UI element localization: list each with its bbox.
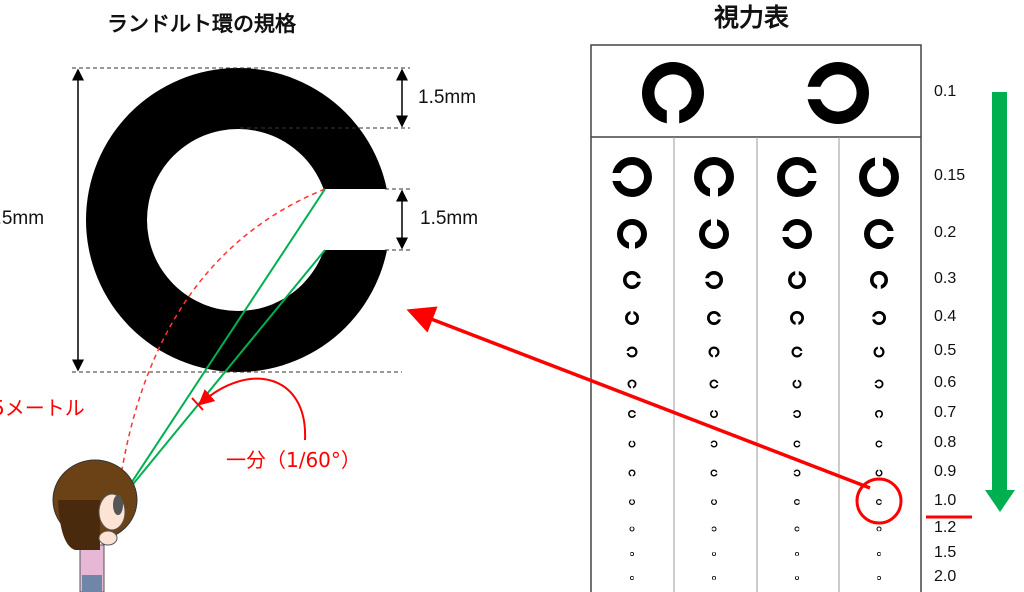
- distance-label: 5メートル: [0, 396, 85, 420]
- landolt-c-0.9-4: [875, 468, 883, 477]
- landolt-c-0.3-1: [623, 271, 642, 289]
- landolt-c-0.2-4: [864, 219, 895, 249]
- landolt-c-0.8-1: [628, 439, 636, 448]
- landolt-c-0.15-4: [859, 156, 899, 197]
- landolt-c-0.7-3: [792, 410, 801, 418]
- landolt-c-0.3-3: [788, 270, 806, 289]
- landolt-c-0.6-3: [792, 378, 802, 389]
- landolt-c-0.6-4: [873, 379, 884, 389]
- landolt-c-0.2-2: [699, 218, 729, 249]
- person-illustration: [52, 459, 138, 592]
- thickness-dimension-label: 1.5mm: [418, 87, 477, 108]
- landolt-c-0.5-4: [873, 345, 885, 358]
- landolt-c-0.8-2: [709, 440, 718, 448]
- landolt-c-1.0-1: [629, 498, 635, 505]
- landolt-c-1.2-3: [794, 526, 801, 532]
- angle-label: 一分（1/60°）: [226, 448, 361, 472]
- landolt-c-0.5-1: [625, 346, 638, 358]
- highlight-circle: [855, 477, 903, 525]
- highlight-annotation: [406, 306, 972, 525]
- diameter-dimension-label: 7.5mm: [0, 208, 45, 229]
- landolt-c-1.5-1: [629, 552, 634, 556]
- landolt-c-1.0-3: [794, 499, 801, 505]
- landolt-c-0.4-1: [625, 310, 639, 325]
- gap-dimension-label: 1.5mm: [420, 208, 479, 229]
- landolt-ring: [86, 68, 395, 372]
- acuity-label: 1.2: [934, 519, 957, 536]
- landolt-c-1.5-2: [712, 551, 716, 556]
- landolt-c-0.2-1: [617, 219, 647, 250]
- landolt-c-1.2-2: [710, 526, 717, 532]
- acuity-label: 0.2: [934, 224, 957, 241]
- landolt-c-1.5-3: [795, 552, 799, 557]
- acuity-label: 0.9: [934, 463, 957, 480]
- acuity-label: 0.8: [934, 434, 957, 451]
- landolt-c-0.7-2: [710, 409, 718, 418]
- landolt-c-0.6-2: [709, 379, 720, 389]
- acuity-label: 1.5: [934, 544, 957, 561]
- acuity-label: 0.6: [934, 374, 957, 391]
- landolt-c-0.9-2: [710, 469, 719, 477]
- optotypes: [611, 62, 899, 581]
- dimension-guides: [72, 67, 410, 373]
- pointer-arrow: [406, 306, 871, 490]
- acuity-label: 0.1: [934, 83, 957, 100]
- chart-title: 視力表: [714, 3, 790, 32]
- landolt-c-0.1-1: [642, 62, 704, 125]
- distance-arc: [117, 188, 326, 496]
- landolt-c-0.5-2: [708, 346, 720, 359]
- acuity-label: 0.3: [934, 270, 957, 287]
- landolt-c-1.2-4: [876, 526, 882, 533]
- landolt-c-0.15-1: [611, 157, 652, 197]
- acuity-label: 2.0: [934, 568, 957, 585]
- landolt-c-0.15-2: [694, 157, 734, 198]
- angle-callout-arrow: [197, 377, 307, 441]
- landolt-c-0.3-2: [704, 271, 723, 289]
- down-arrow-icon: [985, 92, 1015, 512]
- dimension-arrows: [72, 68, 408, 372]
- landolt-c-0.5-3: [791, 346, 804, 358]
- acuity-chart-frame: [590, 44, 922, 592]
- landolt-c-0.4-4: [871, 311, 886, 325]
- acuity-label: 0.4: [934, 308, 957, 325]
- landolt-c-2.0-2: [712, 576, 716, 581]
- landolt-c-0.4-3: [790, 311, 804, 326]
- landolt-c-0.6-1: [627, 379, 637, 390]
- landolt-c-1.5-4: [877, 552, 882, 556]
- landolt-c-2.0-1: [630, 576, 635, 580]
- acuity-label: 0.7: [934, 404, 957, 421]
- sight-lines: [117, 188, 326, 501]
- ring-spec-title: ランドルト環の規格: [107, 12, 296, 36]
- landolt-c-1.0-4: [876, 499, 883, 505]
- landolt-c-0.7-4: [875, 410, 883, 419]
- landolt-c-1.2-1: [629, 525, 635, 532]
- acuity-label: 1.0: [934, 492, 957, 509]
- landolt-c-2.0-3: [795, 575, 799, 580]
- landolt-c-0.8-4: [875, 440, 884, 448]
- landolt-c-0.8-3: [793, 440, 802, 448]
- landolt-c-0.4-2: [707, 311, 722, 325]
- landolt-c-0.9-1: [628, 469, 636, 478]
- landolt-c-1.0-2: [711, 498, 717, 505]
- landolt-c-0.15-3: [777, 157, 818, 197]
- acuity-label: 0.15: [934, 167, 966, 184]
- landolt-c-0.1-2: [806, 62, 869, 124]
- landolt-c-0.7-1: [628, 410, 637, 418]
- landolt-c-0.2-3: [781, 219, 812, 249]
- landolt-c-0.9-3: [792, 469, 801, 477]
- acuity-label: 0.5: [934, 342, 957, 359]
- landolt-c-2.0-4: [876, 576, 881, 580]
- landolt-c-0.3-4: [870, 271, 888, 290]
